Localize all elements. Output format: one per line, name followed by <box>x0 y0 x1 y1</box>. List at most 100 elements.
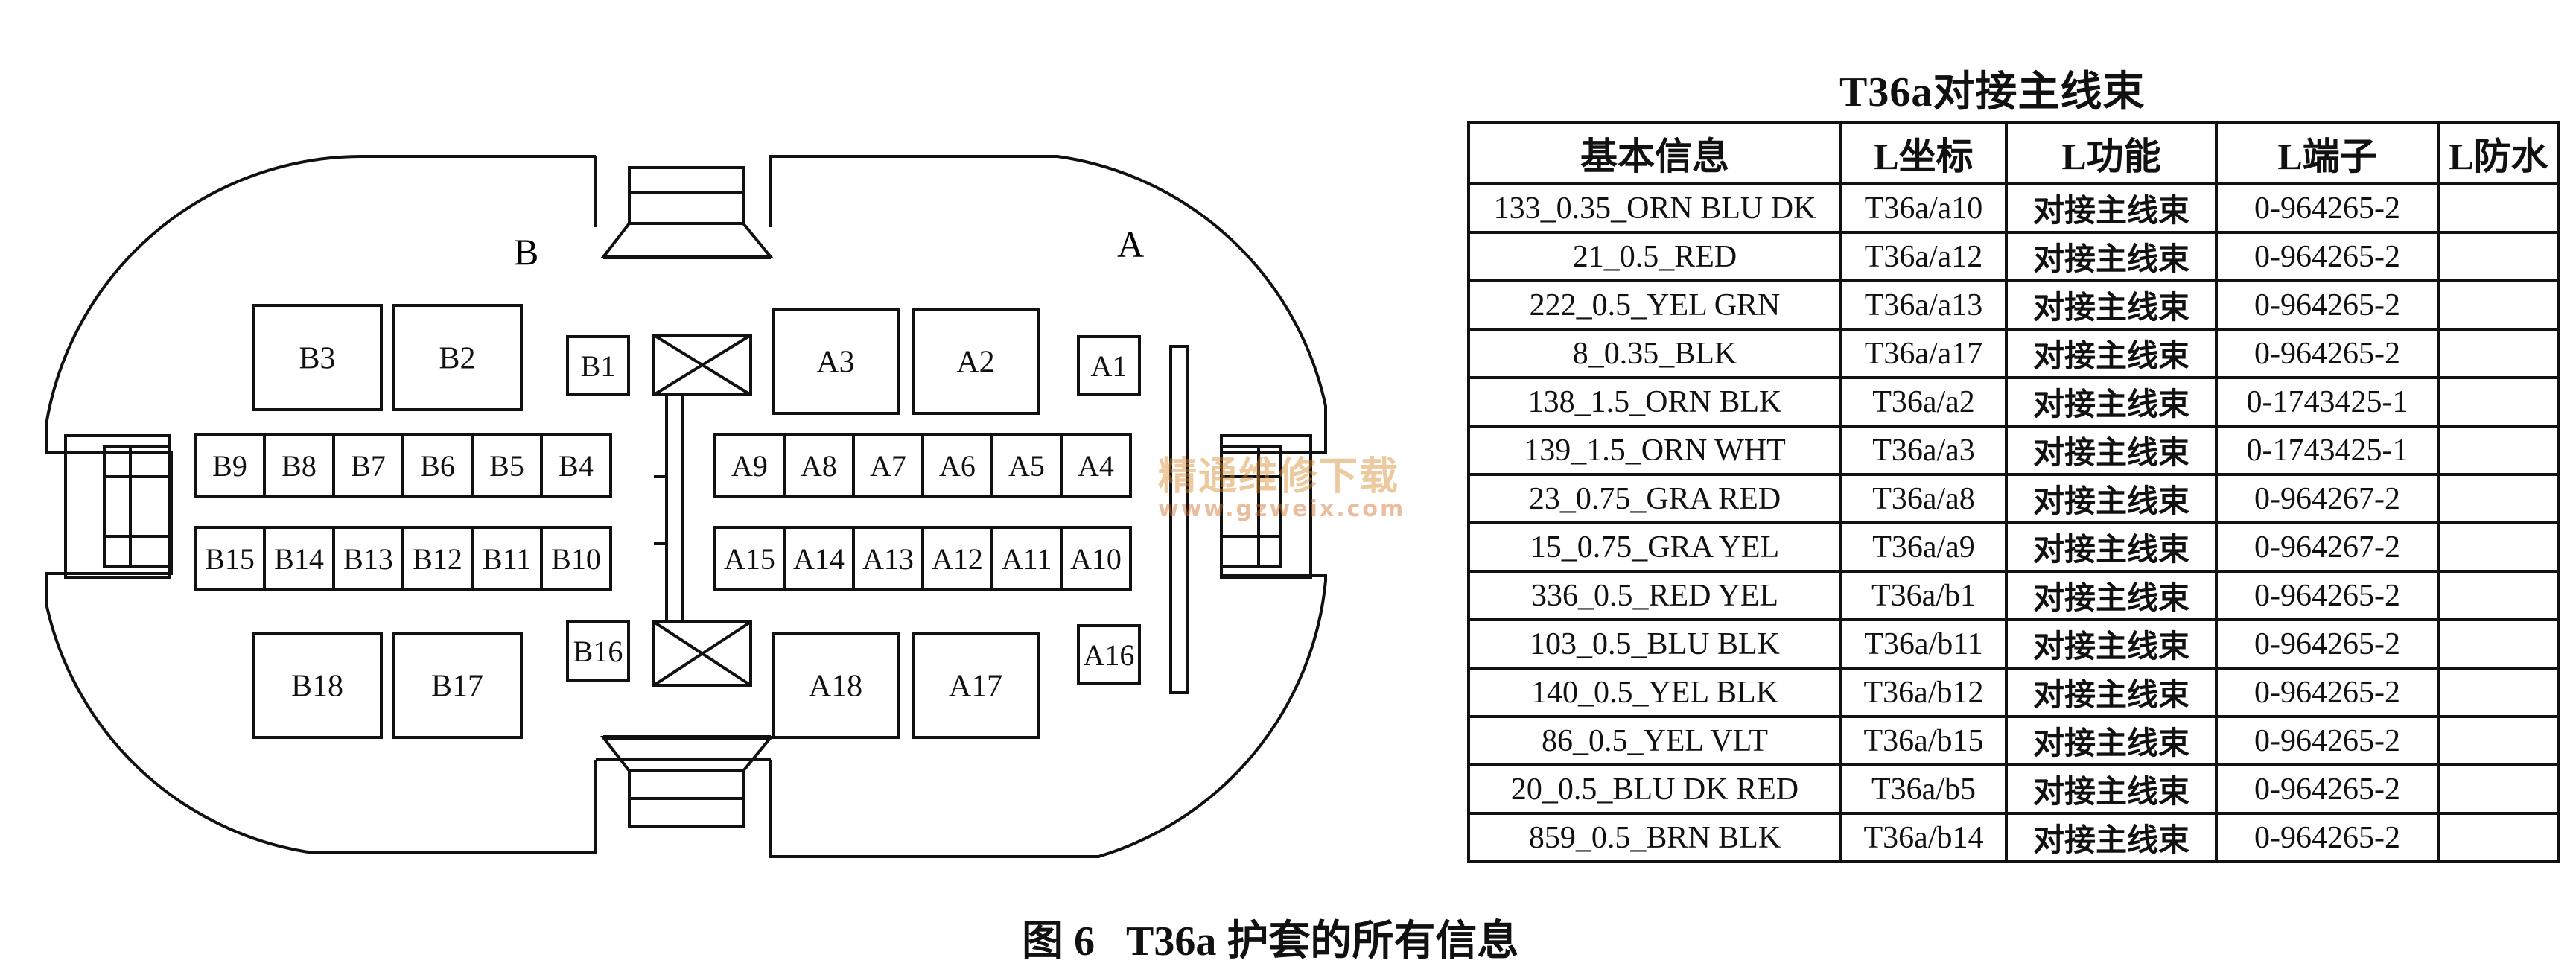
figure-caption: 图 6 T36a 护套的所有信息 <box>1022 918 1519 965</box>
pin-cavity-a17 <box>912 632 1040 739</box>
cell-l-waterproof <box>2437 570 2560 621</box>
pin-cavity-b17 <box>392 632 523 739</box>
cell-basic-info: 139_1.5_ORN WHT <box>1467 425 1842 476</box>
side-a-label: A <box>1117 223 1144 265</box>
cell-l-terminal: 0-964267-2 <box>2215 473 2440 524</box>
cell-l-coordinate: T36a/b11 <box>1839 618 2008 670</box>
pin-cavity-a16 <box>1077 624 1141 685</box>
cell-l-terminal: 0-964265-2 <box>2215 812 2440 863</box>
pin-label: A18 <box>809 670 862 704</box>
table-header-row: 基本信息 L坐标 L功能 L端子 L防水 <box>1467 121 2560 185</box>
cell-l-terminal: 0-1743425-1 <box>2215 425 2440 476</box>
pin-cavity-b2 <box>392 304 523 411</box>
pin-label: B11 <box>483 542 531 576</box>
cell-l-terminal: 0-964265-2 <box>2215 763 2440 815</box>
pin-label: A6 <box>939 449 976 483</box>
cell-l-waterproof <box>2437 231 2560 282</box>
cell-l-terminal: 0-964265-2 <box>2215 667 2440 718</box>
header-basic-info: 基本信息 <box>1467 121 1842 185</box>
cell-basic-info: 859_0.5_BRN BLK <box>1467 812 1842 863</box>
pin-cavity-a1 <box>1077 335 1141 396</box>
cell-l-coordinate: T36a/a8 <box>1839 473 2008 524</box>
pin-label: A17 <box>949 670 1002 704</box>
pin-label: B12 <box>413 542 462 576</box>
cell-l-function: 对接主线束 <box>2005 328 2218 379</box>
pin-cavity-b18 <box>252 632 383 739</box>
pin-cavity-a3 <box>772 308 900 415</box>
pin-label: B10 <box>551 542 601 576</box>
pin-label: B17 <box>431 670 483 704</box>
pin-label: A9 <box>731 449 768 483</box>
cell-l-terminal: 0-964265-2 <box>2215 231 2440 282</box>
cell-l-terminal: 0-964267-2 <box>2215 521 2440 573</box>
cell-basic-info: 23_0.75_GRA RED <box>1467 473 1842 524</box>
pin-label: B16 <box>573 635 623 668</box>
cell-l-terminal: 0-1743425-1 <box>2215 376 2440 428</box>
cell-l-function: 对接主线束 <box>2005 667 2218 718</box>
pin-label: A7 <box>870 449 906 483</box>
cell-basic-info: 21_0.5_RED <box>1467 231 1842 282</box>
cell-l-waterproof <box>2437 376 2560 428</box>
pin-label: B13 <box>343 542 393 576</box>
cell-l-terminal: 0-964265-2 <box>2215 715 2440 766</box>
side-b-label: B <box>514 231 538 273</box>
cell-l-terminal: 0-964265-2 <box>2215 618 2440 670</box>
pin-label: B18 <box>291 670 343 704</box>
pin-cavity-b1 <box>566 335 630 396</box>
cell-l-waterproof <box>2437 425 2560 476</box>
cell-l-waterproof <box>2437 328 2560 379</box>
watermark-url: www.gzweix.com <box>1158 496 1406 522</box>
pin-label: A10 <box>1070 542 1122 576</box>
cell-basic-info: 8_0.35_BLK <box>1467 328 1842 379</box>
pin-cavity-b16 <box>566 620 630 682</box>
cell-basic-info: 133_0.35_ORN BLU DK <box>1467 182 1842 234</box>
pin-label: A11 <box>1002 542 1052 576</box>
cell-l-waterproof <box>2437 667 2560 718</box>
cell-l-function: 对接主线束 <box>2005 473 2218 524</box>
pin-cavity-b4 <box>540 433 612 498</box>
cell-l-waterproof <box>2437 521 2560 573</box>
pin-cavity-a4 <box>1060 433 1132 498</box>
pin-label: A8 <box>801 449 837 483</box>
pin-label: A13 <box>862 542 914 576</box>
pin-label: A3 <box>816 346 854 380</box>
pin-label: A16 <box>1084 638 1135 672</box>
cell-l-terminal: 0-964265-2 <box>2215 570 2440 621</box>
pin-label: B4 <box>559 449 594 483</box>
cell-basic-info: 20_0.5_BLU DK RED <box>1467 763 1842 815</box>
pin-label: B2 <box>439 342 475 376</box>
header-l-coordinate: L坐标 <box>1839 121 2008 185</box>
cell-l-coordinate: T36a/b15 <box>1839 715 2008 766</box>
pin-label: B15 <box>205 542 255 576</box>
pin-label: A2 <box>956 346 994 380</box>
pin-label: B1 <box>581 349 616 383</box>
cell-l-function: 对接主线束 <box>2005 763 2218 815</box>
cell-basic-info: 222_0.5_YEL GRN <box>1467 279 1842 331</box>
cell-l-coordinate: T36a/a12 <box>1839 231 2008 282</box>
watermark: 精通维修下载 www.gzweix.com <box>1158 456 1441 530</box>
cell-l-coordinate: T36a/a17 <box>1839 328 2008 379</box>
cell-l-coordinate: T36a/b14 <box>1839 812 2008 863</box>
cell-l-waterproof <box>2437 763 2560 815</box>
cell-l-terminal: 0-964265-2 <box>2215 182 2440 234</box>
watermark-text: 精通维修下载 <box>1158 454 1400 499</box>
pin-label: B3 <box>299 342 335 376</box>
cell-basic-info: 86_0.5_YEL VLT <box>1467 715 1842 766</box>
cell-l-coordinate: T36a/a13 <box>1839 279 2008 331</box>
cell-l-waterproof <box>2437 182 2560 234</box>
cell-l-waterproof <box>2437 279 2560 331</box>
cell-l-function: 对接主线束 <box>2005 521 2218 573</box>
cell-l-function: 对接主线束 <box>2005 425 2218 476</box>
pin-cavity-a2 <box>912 308 1040 415</box>
